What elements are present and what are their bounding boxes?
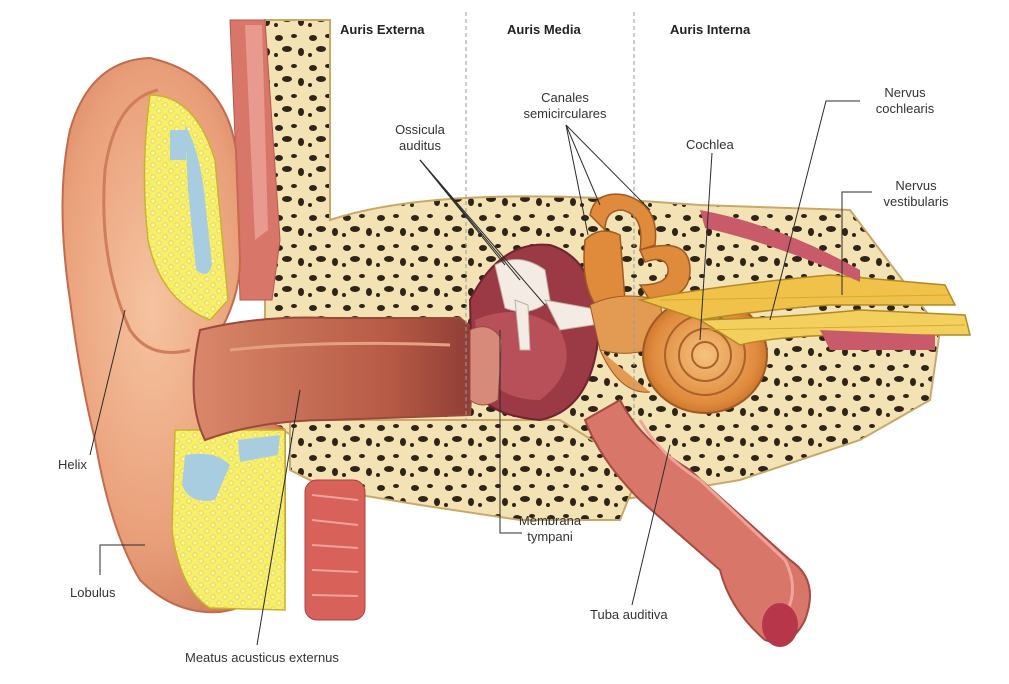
label-canales-semicirculares: Canales semicirculares [500,90,630,122]
label-ossicula-auditus: Ossicula auditus [375,122,465,154]
label-ossicula-line2: auditus [375,138,465,154]
label-meatus-acusticus-externus: Meatus acusticus externus [185,650,339,666]
label-membrana-line1: Membrana [510,513,590,529]
label-nervus-vestibularis-line2: vestibularis [866,194,966,210]
label-tuba-auditiva: Tuba auditiva [590,607,668,623]
label-membrana-line2: tympani [510,529,590,545]
label-nervus-vestibularis-line1: Nervus [866,178,966,194]
label-helix: Helix [58,457,87,473]
section-header-auris-interna: Auris Interna [670,22,750,37]
section-header-auris-externa: Auris Externa [340,22,425,37]
label-cochlea: Cochlea [686,137,734,153]
label-lobulus: Lobulus [70,585,116,601]
label-nervus-cochlearis-line2: cochlearis [860,101,950,117]
label-ossicula-line1: Ossicula [375,122,465,138]
label-nervus-vestibularis: Nervus vestibularis [866,178,966,210]
label-canales-line1: Canales [500,90,630,106]
label-nervus-cochlearis-line1: Nervus [860,85,950,101]
label-nervus-cochlearis: Nervus cochlearis [860,85,950,117]
section-header-auris-media: Auris Media [507,22,581,37]
label-canales-line2: semicirculares [500,106,630,122]
label-membrana-tympani: Membrana tympani [510,513,590,545]
